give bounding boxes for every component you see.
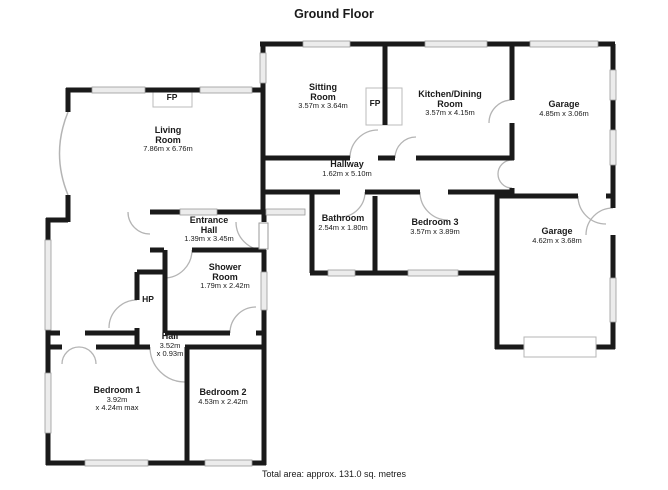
window: [204, 459, 253, 467]
room-dims: 3.57m x 3.89m: [410, 226, 460, 236]
door-arc-shower-hall: [229, 306, 257, 334]
window: [44, 239, 52, 331]
window: [424, 40, 488, 48]
room-name: Bedroom 1: [93, 385, 141, 395]
room-dims: 3.92m x 4.24m max: [95, 394, 139, 412]
window: [84, 459, 149, 467]
room-label-entrance-hall: Entrance Hall 1.39m x 3.45m: [184, 215, 234, 244]
door-arc-hallway-end-1: [497, 159, 513, 175]
room-label-garage-top: Garage 4.85m x 3.06m: [539, 99, 589, 118]
door-arc-bathroom: [339, 191, 366, 218]
room-name: Bathroom: [321, 213, 365, 223]
door-arc-bedroom3: [419, 191, 449, 221]
page-title: Ground Floor: [294, 7, 374, 21]
bay-window-curve: [58, 111, 69, 196]
room-label-bedroom3: Bedroom 3 3.57m x 3.89m: [410, 217, 460, 236]
fireplace-label-living: FP: [166, 92, 178, 102]
room-label-garage-side: Garage 4.62m x 3.68m: [532, 226, 582, 245]
room-label-hall: Hall 3.52m x 0.93m: [156, 331, 184, 358]
room-dims: 1.39m x 3.45m: [184, 234, 234, 244]
door-arc-garage-top: [488, 99, 513, 124]
garage-door: [523, 336, 597, 358]
window: [265, 208, 306, 216]
total-area-text: Total area: approx. 131.0 sq. metres: [261, 469, 407, 479]
room-name: Entrance Hall: [189, 215, 229, 235]
window: [609, 277, 617, 323]
room-dims: 3.57m x 3.64m: [298, 101, 348, 111]
room-dims: 2.54m x 1.80m: [318, 222, 368, 232]
room-dims: 7.86m x 6.76m: [143, 144, 193, 154]
window: [260, 271, 268, 311]
room-name: Bedroom 3: [411, 217, 459, 227]
room-name: Garage: [541, 226, 573, 236]
room-name: Bedroom 2: [199, 387, 247, 397]
room-label-bedroom2: Bedroom 2 4.53m x 2.42m: [198, 387, 248, 406]
window: [302, 40, 351, 48]
room-dims: 4.62m x 3.68m: [532, 235, 582, 245]
window: [91, 86, 146, 94]
door-arc-hallway-end-2: [497, 173, 513, 189]
door-arc-sitting: [349, 129, 379, 159]
room-label-kitchen-dining: Kitchen/Dining Room 3.57m x 4.15m: [418, 89, 482, 118]
windows: [44, 40, 617, 467]
fireplace-boxes: [152, 87, 403, 126]
room-label-shower-room: Shower Room 1.79m x 2.42m: [200, 262, 250, 291]
door-arc-bedroom1-right: [78, 346, 97, 365]
room-label-bathroom: Bathroom 2.54m x 1.80m: [318, 213, 368, 232]
door-arc-bedroom1-left: [61, 346, 80, 365]
room-name: Hall: [161, 331, 179, 341]
room-dims: 1.62m x 5.10m: [322, 168, 372, 178]
fireplace-label-sitting: FP: [369, 98, 381, 108]
room-dims: 4.53m x 2.42m: [198, 396, 248, 406]
door-arc-bedroom2: [149, 346, 186, 383]
window: [609, 129, 617, 166]
room-dims: 1.79m x 2.42m: [200, 281, 250, 291]
room-dims: 3.52m x 0.93m: [156, 340, 184, 358]
room-name: Shower Room: [208, 262, 242, 282]
door-arc-hp: [108, 299, 138, 329]
front-door-leaf: [258, 222, 269, 250]
room-label-hallway: Hallway 1.62m x 5.10m: [322, 159, 372, 178]
window: [529, 40, 599, 48]
window: [199, 86, 253, 94]
window: [259, 52, 267, 84]
room-name: Sitting Room: [308, 82, 337, 102]
door-arc-garage-div: [577, 195, 607, 225]
door-arc-shower: [163, 249, 193, 279]
room-name: Living Room: [154, 125, 182, 145]
room-label-living-room: Living Room 7.86m x 6.76m: [143, 125, 193, 154]
window: [44, 372, 52, 434]
room-name: Garage: [548, 99, 580, 109]
hot-press-label: HP: [142, 294, 154, 304]
room-dims: 3.57m x 4.15m: [425, 108, 475, 118]
room-label-sitting-room: Sitting Room 3.57m x 3.64m: [298, 82, 348, 111]
door-arc-kitchen: [394, 136, 417, 159]
room-name: Kitchen/Dining Room: [418, 89, 482, 109]
door-arc-garage-side: [585, 207, 614, 236]
window: [609, 69, 617, 101]
window: [407, 269, 459, 277]
room-label-bedroom1: Bedroom 1 3.92m x 4.24m max: [93, 385, 141, 412]
window: [327, 269, 356, 277]
room-name: Hallway: [330, 159, 364, 169]
door-arc-living-entrance: [127, 211, 151, 235]
room-dims: 4.85m x 3.06m: [539, 108, 589, 118]
window: [179, 208, 218, 216]
